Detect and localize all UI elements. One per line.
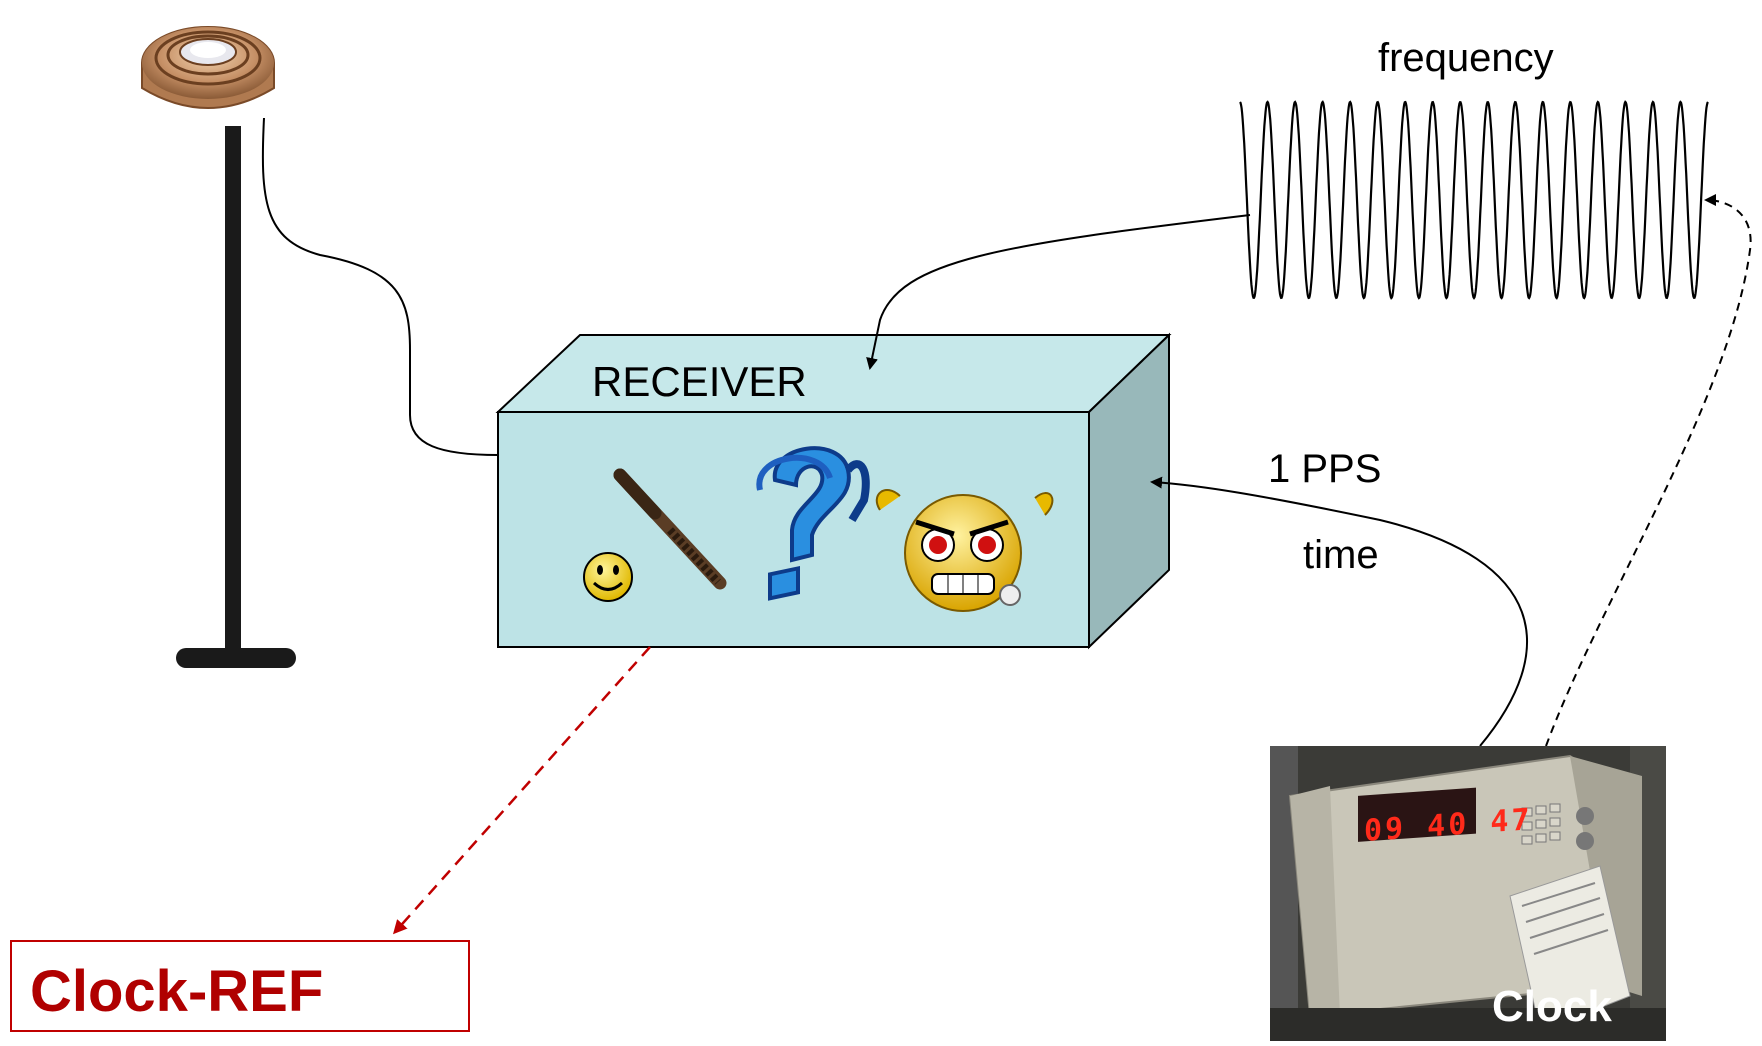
clock-label: Clock [1492,982,1612,1031]
baton-icon [613,468,727,590]
frequency-waveform [1239,100,1709,300]
clock-ref-arrow [392,646,651,935]
time-label: time [1303,533,1379,577]
clock-ref-label: Clock-REF [30,959,324,1024]
frequency-label: frequency [1378,36,1554,80]
pps-label: 1 PPS [1268,447,1382,491]
receiver-label: RECEIVER [592,358,807,405]
clock-to-frequency-arrow [1545,194,1752,747]
atomic-clock-photo: 09 40 47 Clock [1270,746,1666,1041]
antenna-cable [261,117,499,456]
smiley-icon [583,552,633,602]
gnss-antenna-icon [141,26,296,668]
frequency-arrow [866,214,1251,370]
angry-face-icon [875,489,1054,612]
clock-ref-box: Clock-REF [10,940,470,1032]
pps-arrow [1150,476,1528,747]
question-mark-icon [756,446,870,601]
